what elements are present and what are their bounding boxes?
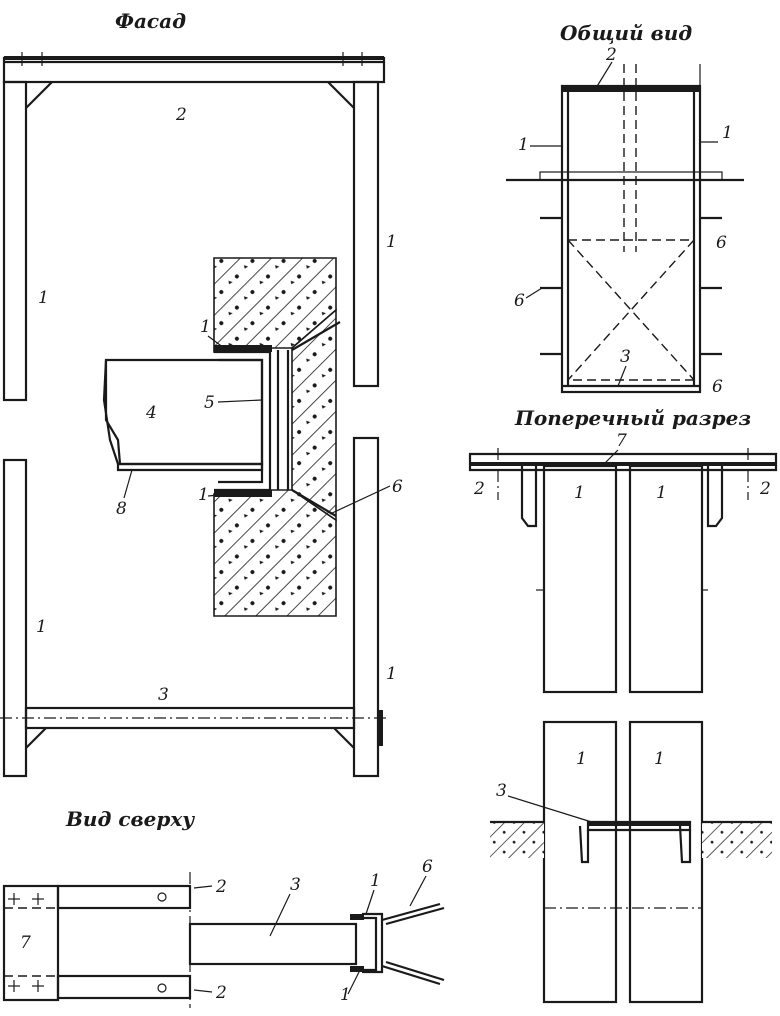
label-node-lower: 1 bbox=[198, 485, 209, 505]
top-plate bbox=[2, 884, 60, 1002]
general-dashed-panel bbox=[567, 239, 695, 381]
label-right-post-upper: 1 bbox=[386, 232, 397, 252]
top-label-bar: 3 bbox=[290, 875, 301, 895]
facade-anchor bbox=[291, 321, 341, 517]
cross-post-right-lower bbox=[628, 720, 704, 1004]
cross-section-title: Поперечный разрез bbox=[514, 406, 751, 430]
label-right-post-lower: 1 bbox=[386, 664, 397, 684]
label-bottom-tie: 3 bbox=[158, 685, 169, 705]
facade-plate bbox=[116, 462, 264, 472]
facade-left-post-lower bbox=[2, 458, 28, 778]
top-bar bbox=[188, 922, 358, 966]
top-label-anchor: 6 bbox=[422, 857, 433, 877]
top-label-node-lower: 1 bbox=[340, 985, 351, 1005]
cross-label-post-left: 1 bbox=[574, 483, 585, 503]
top-view: Вид сверху 7 2 2 3 1 bbox=[2, 807, 445, 1008]
top-label-node-upper: 1 bbox=[370, 871, 381, 891]
general-label-anchor-right-lower: 6 bbox=[712, 377, 723, 397]
cross-bracket-left bbox=[520, 466, 538, 528]
top-plate-bolts bbox=[8, 893, 44, 992]
general-view-title: Общий вид bbox=[560, 21, 692, 45]
top-label-tie-lower: 2 bbox=[215, 983, 227, 1003]
wall-lower-hatch bbox=[213, 489, 337, 617]
top-node bbox=[356, 916, 378, 972]
cross-label-bottom-tie: 3 bbox=[496, 781, 507, 801]
cross-label-right-side: 2 bbox=[759, 479, 771, 499]
facade-right-post-upper bbox=[352, 80, 380, 388]
channel-web bbox=[276, 350, 290, 490]
cross-ground-right bbox=[702, 822, 772, 858]
general-frame bbox=[560, 84, 702, 394]
top-label-tie-upper: 2 bbox=[215, 877, 227, 897]
label-anchor: 6 bbox=[392, 477, 403, 497]
general-view: Общий вид 2 1 1 6 6 6 3 bbox=[506, 21, 744, 397]
cross-ground-left bbox=[490, 822, 544, 858]
label-top-tie: 2 bbox=[175, 105, 187, 125]
facade-title: Фасад bbox=[115, 9, 186, 33]
wall-slot-hatch bbox=[291, 308, 337, 522]
cross-bracket-right bbox=[706, 466, 724, 528]
facade-view: Фасад bbox=[0, 9, 403, 778]
top-view-title: Вид сверху bbox=[65, 807, 195, 831]
top-label-plate: 7 bbox=[20, 933, 31, 953]
label-left-post-lower: 1 bbox=[36, 617, 47, 637]
general-label-top: 2 bbox=[605, 45, 617, 65]
cross-label-post-left-lower: 1 bbox=[576, 749, 587, 769]
cross-post-left bbox=[542, 464, 618, 694]
top-anchor bbox=[381, 902, 441, 986]
facade-block bbox=[104, 358, 264, 466]
general-label-left: 1 bbox=[518, 135, 529, 155]
facade-right-post-lower bbox=[352, 436, 380, 778]
cross-label-post-right: 1 bbox=[656, 483, 667, 503]
cross-label-left-side: 2 bbox=[473, 479, 485, 499]
top-tie-upper bbox=[56, 884, 192, 910]
gusset-bottom-right bbox=[333, 727, 355, 749]
cross-label-post-right-lower: 1 bbox=[654, 749, 665, 769]
cross-post-right bbox=[628, 464, 704, 694]
label-left-post-upper: 1 bbox=[38, 288, 49, 308]
general-anchors bbox=[540, 216, 722, 356]
cross-post-left-lower bbox=[542, 720, 618, 1004]
general-label-anchor-left: 6 bbox=[514, 291, 525, 311]
label-channel: 5 bbox=[204, 393, 215, 413]
facade-left-post-upper bbox=[2, 80, 28, 402]
top-tie-lower bbox=[56, 974, 192, 1000]
gusset-top-left bbox=[25, 81, 53, 109]
cross-section-view: Поперечный разрез 7 2 2 1 1 1 bbox=[468, 406, 778, 1004]
cross-label-top-plate: 7 bbox=[616, 431, 627, 451]
gusset-bottom-left bbox=[25, 727, 47, 749]
bolt-marks-top bbox=[15, 52, 369, 66]
general-label-bottom: 3 bbox=[620, 347, 631, 367]
gusset-top-right bbox=[327, 81, 355, 109]
general-label-right: 1 bbox=[722, 123, 733, 143]
label-plate: 8 bbox=[116, 499, 127, 519]
label-block: 4 bbox=[145, 403, 157, 423]
general-label-anchor-right-upper: 6 bbox=[716, 233, 727, 253]
label-node-upper: 1 bbox=[200, 317, 211, 337]
